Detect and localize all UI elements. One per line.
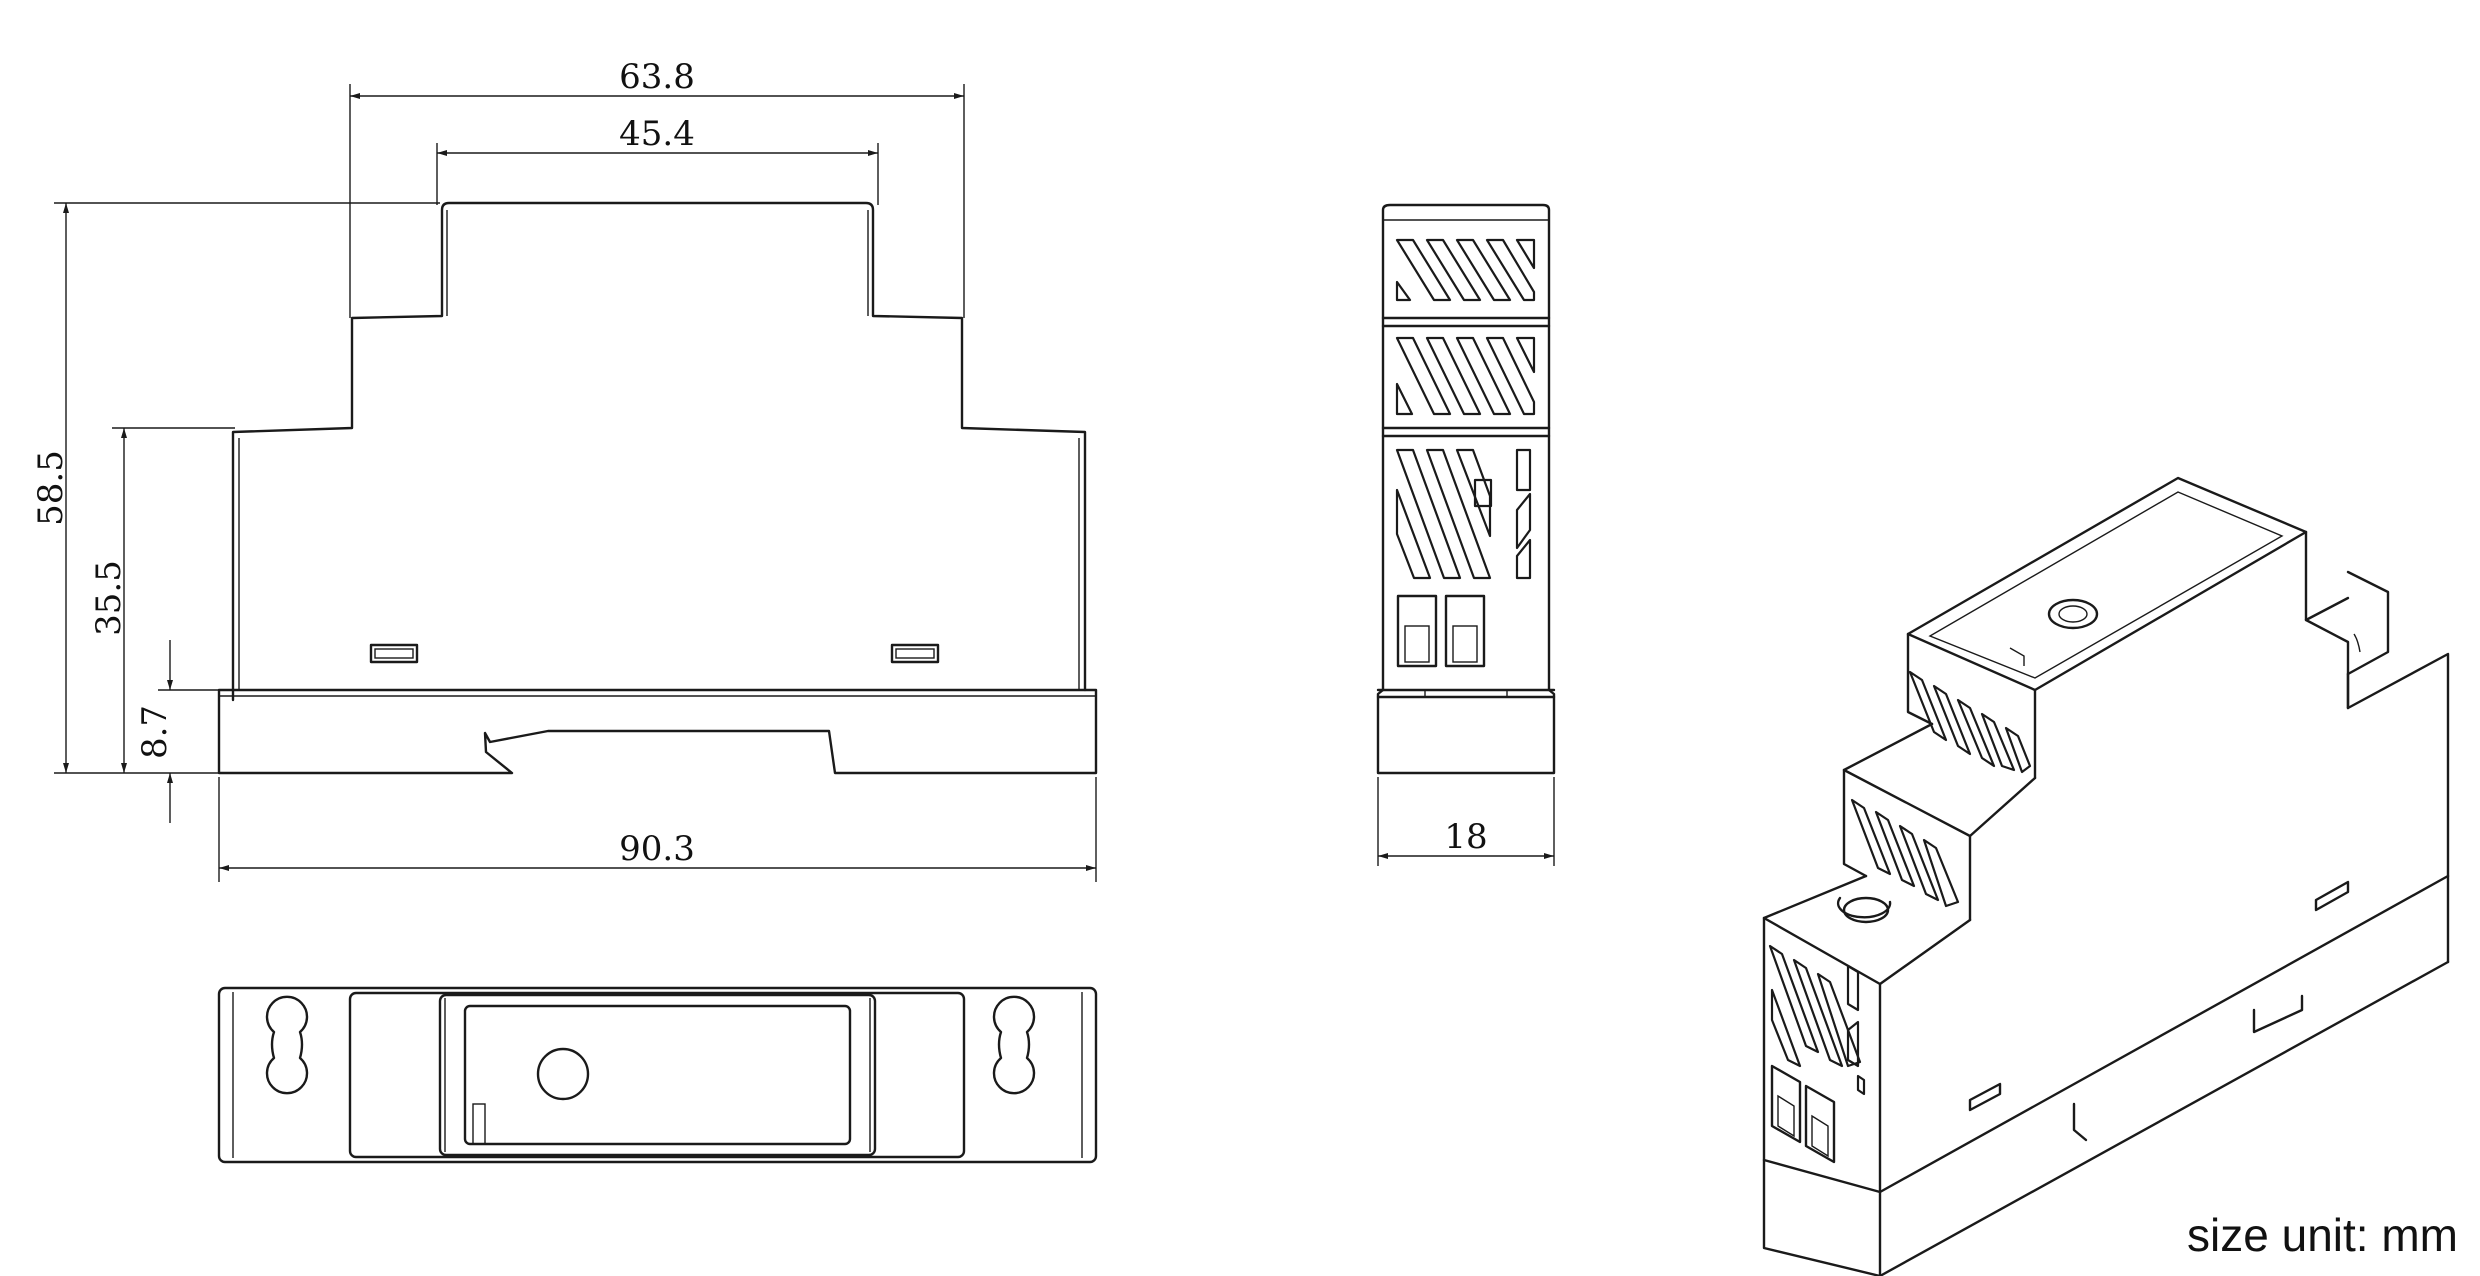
dim-side-width: 18 <box>1444 817 1487 857</box>
terminal-right <box>1444 594 1486 668</box>
dim-height-base: 8.7 <box>135 705 175 759</box>
dim-height-overall: 58.5 <box>31 450 71 526</box>
top-view <box>217 986 1098 1164</box>
side-dimensions: 18 <box>1377 777 1555 866</box>
mounting-hole-right <box>992 995 1036 1095</box>
iso-terminal-left <box>1770 1064 1802 1144</box>
unit-footnote: size unit: mm <box>2187 1209 2458 1261</box>
iso-vent-top <box>1908 670 2032 774</box>
adjust-hole <box>536 1047 590 1101</box>
vent-row-3 <box>1395 448 1532 580</box>
iso-latch-lower <box>1968 1082 2002 1112</box>
vent-row-2 <box>1395 336 1536 416</box>
terminal-left <box>1396 594 1438 668</box>
iso-vent-middle <box>1850 798 1960 908</box>
latch-slot-right <box>890 643 940 664</box>
front-view <box>217 201 1098 775</box>
latch-slot-left <box>369 643 419 664</box>
iso-vent-lower <box>1768 944 1866 1096</box>
front-dimensions: 63.8 45.4 58.5 35.5 8.7 90.3 <box>31 57 1097 882</box>
side-view <box>1376 203 1556 775</box>
iso-terminal-right <box>1804 1084 1836 1164</box>
isometric-view <box>1762 476 2450 1276</box>
dim-width-overall: 63.8 <box>619 57 695 97</box>
dim-depth: 90.3 <box>619 829 695 869</box>
iso-latch-upper <box>2314 880 2350 912</box>
dim-width-top: 45.4 <box>619 114 695 154</box>
iso-adjust-hole <box>2047 598 2099 630</box>
vent-row-1 <box>1395 238 1536 302</box>
mounting-hole-left <box>265 995 309 1095</box>
dim-height-middle: 35.5 <box>89 560 129 636</box>
